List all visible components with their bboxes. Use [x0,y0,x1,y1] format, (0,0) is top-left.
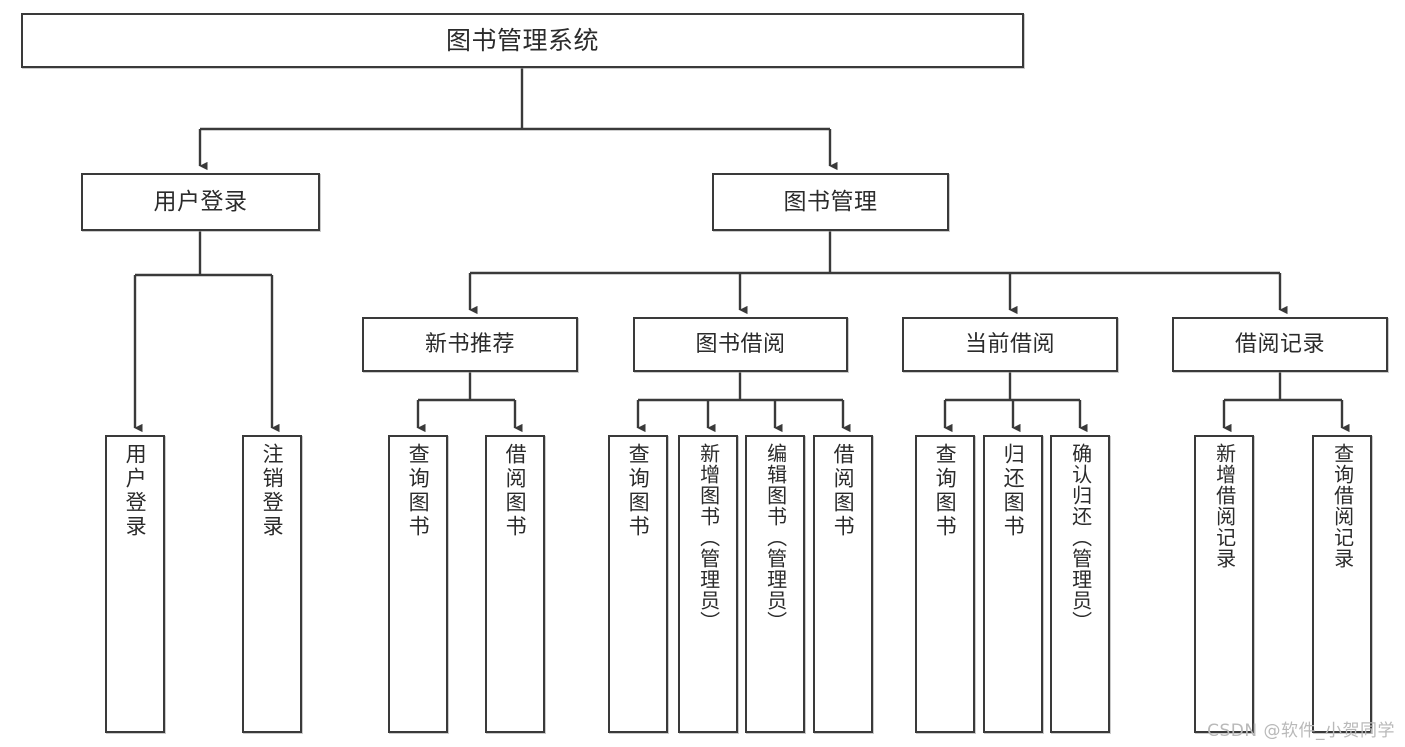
leaf-node-query-book-current-label: 查询图书 [933,443,958,539]
node-borrow-records-label: 借阅记录 [1234,331,1325,357]
leaf-node-query-borrow-record-label: 查询借阅记录 [1330,443,1355,569]
leaf-node-query-book-newrec[interactable]: 查询图书 [388,435,448,733]
leaf-node-query-book-borrow-label: 查询图书 [626,443,651,539]
leaf-node-borrow-book-label: 借阅图书 [831,443,856,539]
leaf-node-edit-book-admin[interactable]: 编辑图书（管理员） [745,435,805,733]
leaf-node-add-borrow-record-label: 新增借阅记录 [1212,443,1237,569]
leaf-node-query-book-borrow[interactable]: 查询图书 [608,435,668,733]
node-book-borrow[interactable]: 图书借阅 [633,317,848,372]
leaf-node-return-book[interactable]: 归还图书 [983,435,1043,733]
node-new-book-recommend-label: 新书推荐 [424,331,515,357]
leaf-node-logout[interactable]: 注销登录 [242,435,302,733]
leaf-node-logout-label: 注销登录 [260,443,285,539]
node-book-manage-label: 图书管理 [783,188,878,215]
leaf-node-add-borrow-record[interactable]: 新增借阅记录 [1194,435,1254,733]
leaf-node-borrow-book[interactable]: 借阅图书 [813,435,873,733]
leaf-node-borrow-book-newrec-label: 借阅图书 [503,443,528,539]
node-root-system-label: 图书管理系统 [445,26,599,55]
node-book-manage[interactable]: 图书管理 [712,173,949,231]
leaf-node-confirm-return-admin[interactable]: 确认归还（管理员） [1050,435,1110,733]
node-root-system[interactable]: 图书管理系统 [21,13,1024,68]
leaf-node-confirm-return-admin-label: 确认归还（管理员） [1068,443,1093,632]
leaf-node-query-book-newrec-label: 查询图书 [406,443,431,539]
leaf-node-add-book-admin-label: 新增图书（管理员） [696,443,721,632]
leaf-node-query-book-current[interactable]: 查询图书 [915,435,975,733]
leaf-node-add-book-admin[interactable]: 新增图书（管理员） [678,435,738,733]
node-new-book-recommend[interactable]: 新书推荐 [362,317,578,372]
node-book-borrow-label: 图书借阅 [695,331,786,357]
node-borrow-records[interactable]: 借阅记录 [1172,317,1388,372]
leaf-node-user-login[interactable]: 用户登录 [105,435,165,733]
leaf-node-edit-book-admin-label: 编辑图书（管理员） [763,443,788,632]
leaf-node-query-borrow-record[interactable]: 查询借阅记录 [1312,435,1372,733]
node-user-login-label: 用户登录 [153,188,248,215]
node-current-borrow[interactable]: 当前借阅 [902,317,1118,372]
node-current-borrow-label: 当前借阅 [964,331,1055,357]
leaf-node-user-login-label: 用户登录 [123,443,148,539]
leaf-node-return-book-label: 归还图书 [1001,443,1026,539]
leaf-node-borrow-book-newrec[interactable]: 借阅图书 [485,435,545,733]
watermark: CSDN @软件_小贺同学 [1207,721,1395,741]
node-user-login[interactable]: 用户登录 [81,173,320,231]
